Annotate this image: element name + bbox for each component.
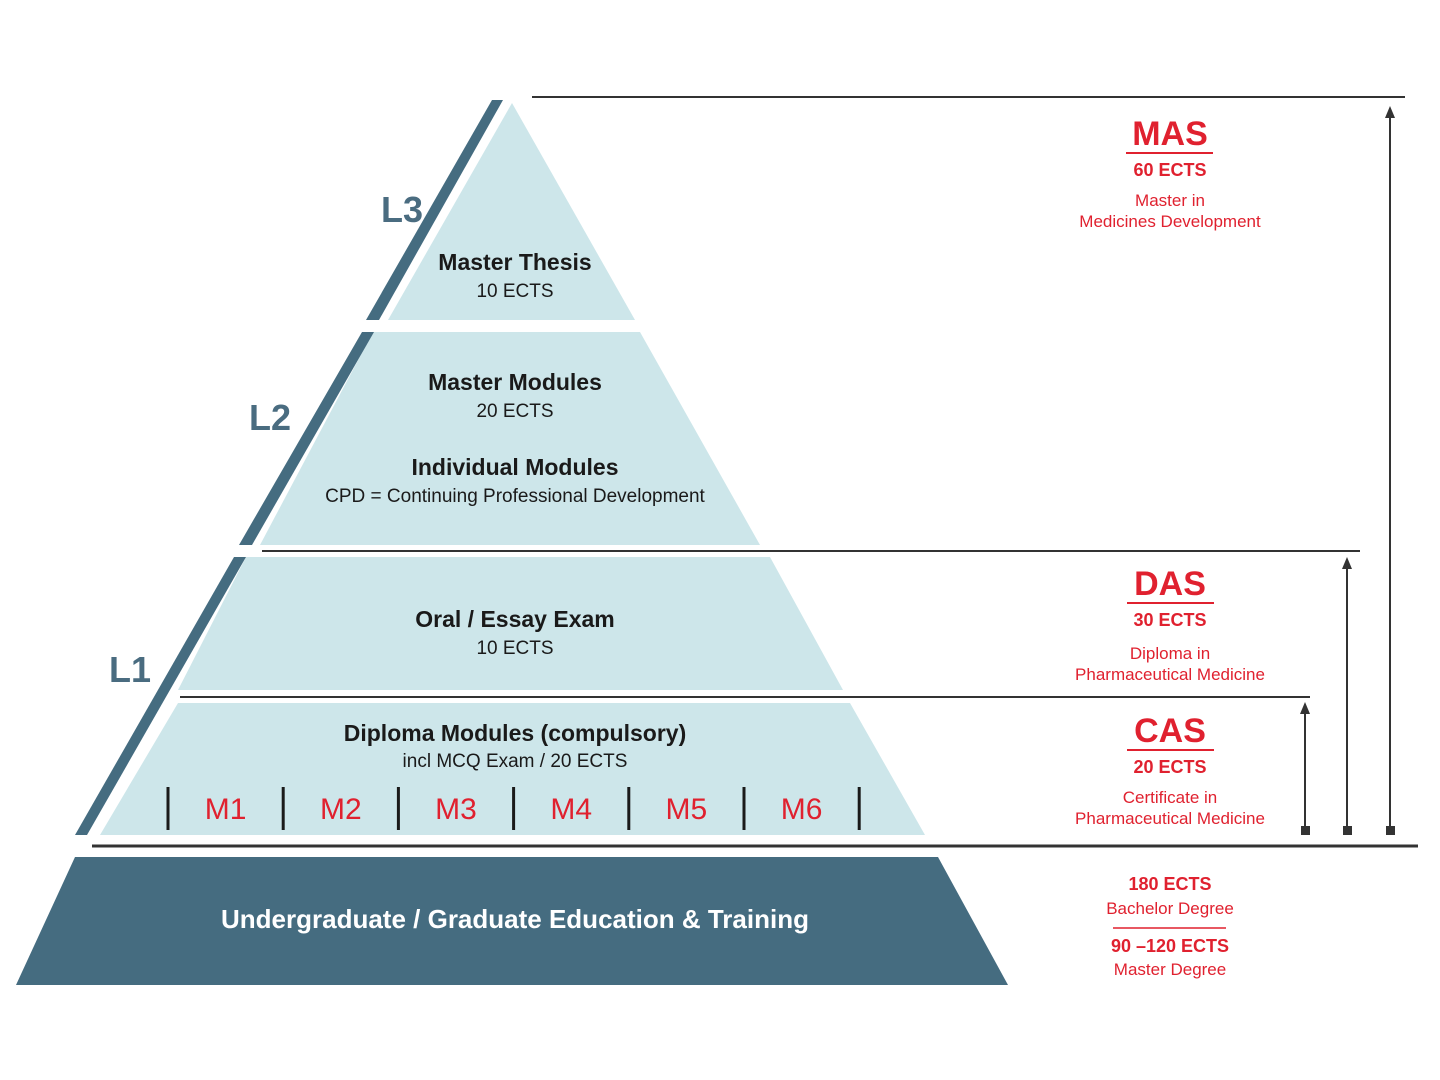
award-cas-line2: Pharmaceutical Medicine — [1075, 809, 1265, 828]
level-stripe-l3 — [366, 100, 503, 320]
master-degree-label: Master Degree — [1114, 960, 1226, 979]
award-cas: CAS 20 ECTS Certificate in Pharmaceutica… — [1075, 712, 1265, 828]
module-label-m5: M5 — [666, 793, 708, 826]
module-label-m6: M6 — [781, 793, 823, 826]
master-degree-ects: 90 –120 ECTS — [1111, 936, 1229, 956]
base-education-shape — [16, 857, 1008, 985]
tier-oral-exam-shape — [178, 557, 843, 690]
level-label-l3: L3 — [381, 189, 423, 230]
level-stripe-l2 — [239, 332, 374, 545]
level-label-l2: L2 — [249, 397, 291, 438]
level-stripe-l1 — [75, 557, 246, 835]
award-das-ects: 30 ECTS — [1133, 610, 1206, 630]
award-cas-ects: 20 ECTS — [1133, 757, 1206, 777]
award-cas-line1: Certificate in — [1123, 788, 1217, 807]
award-das: DAS 30 ECTS Diploma in Pharmaceutical Me… — [1075, 565, 1265, 684]
award-mas-code: MAS — [1132, 115, 1208, 153]
tier-master-modules-shape — [260, 332, 760, 545]
module-label-m3: M3 — [435, 793, 477, 826]
level-label-l1: L1 — [109, 649, 151, 690]
diploma-modules-desc: incl MCQ Exam / 20 ECTS — [403, 751, 628, 772]
thesis-title: Master Thesis — [438, 249, 591, 275]
award-das-line2: Pharmaceutical Medicine — [1075, 665, 1265, 684]
oral-exam-ects: 10 ECTS — [476, 638, 553, 659]
master-modules-ects: 20 ECTS — [476, 401, 553, 422]
arrow-das — [1342, 557, 1352, 835]
tier-diploma-modules-shape — [100, 703, 925, 835]
module-row: M1 M2 M3 M4 M5 M6 — [166, 787, 861, 830]
bachelor-ects: 180 ECTS — [1128, 874, 1211, 894]
bachelor-label: Bachelor Degree — [1106, 899, 1234, 918]
base-label: Undergraduate / Graduate Education & Tra… — [221, 904, 809, 934]
master-modules-title: Master Modules — [428, 369, 602, 395]
award-das-line1: Diploma in — [1130, 644, 1210, 663]
award-cas-code: CAS — [1134, 712, 1206, 750]
arrow-cas — [1300, 702, 1310, 835]
tier-thesis-shape — [388, 103, 635, 320]
thesis-ects: 10 ECTS — [476, 281, 553, 302]
module-label-m1: M1 — [205, 793, 247, 826]
module-label-m4: M4 — [550, 793, 592, 826]
award-das-code: DAS — [1134, 565, 1206, 603]
oral-exam-title: Oral / Essay Exam — [415, 606, 614, 632]
individual-modules-title: Individual Modules — [411, 454, 618, 480]
diploma-modules-title: Diploma Modules (compulsory) — [344, 720, 686, 746]
award-mas-line2: Medicines Development — [1079, 212, 1261, 231]
award-mas: MAS 60 ECTS Master in Medicines Developm… — [1079, 115, 1261, 231]
prerequisites: 180 ECTS Bachelor Degree 90 –120 ECTS Ma… — [1106, 874, 1234, 979]
module-label-m2: M2 — [320, 793, 362, 826]
award-mas-line1: Master in — [1135, 191, 1205, 210]
award-mas-ects: 60 ECTS — [1133, 160, 1206, 180]
individual-modules-desc: CPD = Continuing Professional Developmen… — [325, 486, 705, 507]
arrow-mas — [1385, 106, 1395, 835]
